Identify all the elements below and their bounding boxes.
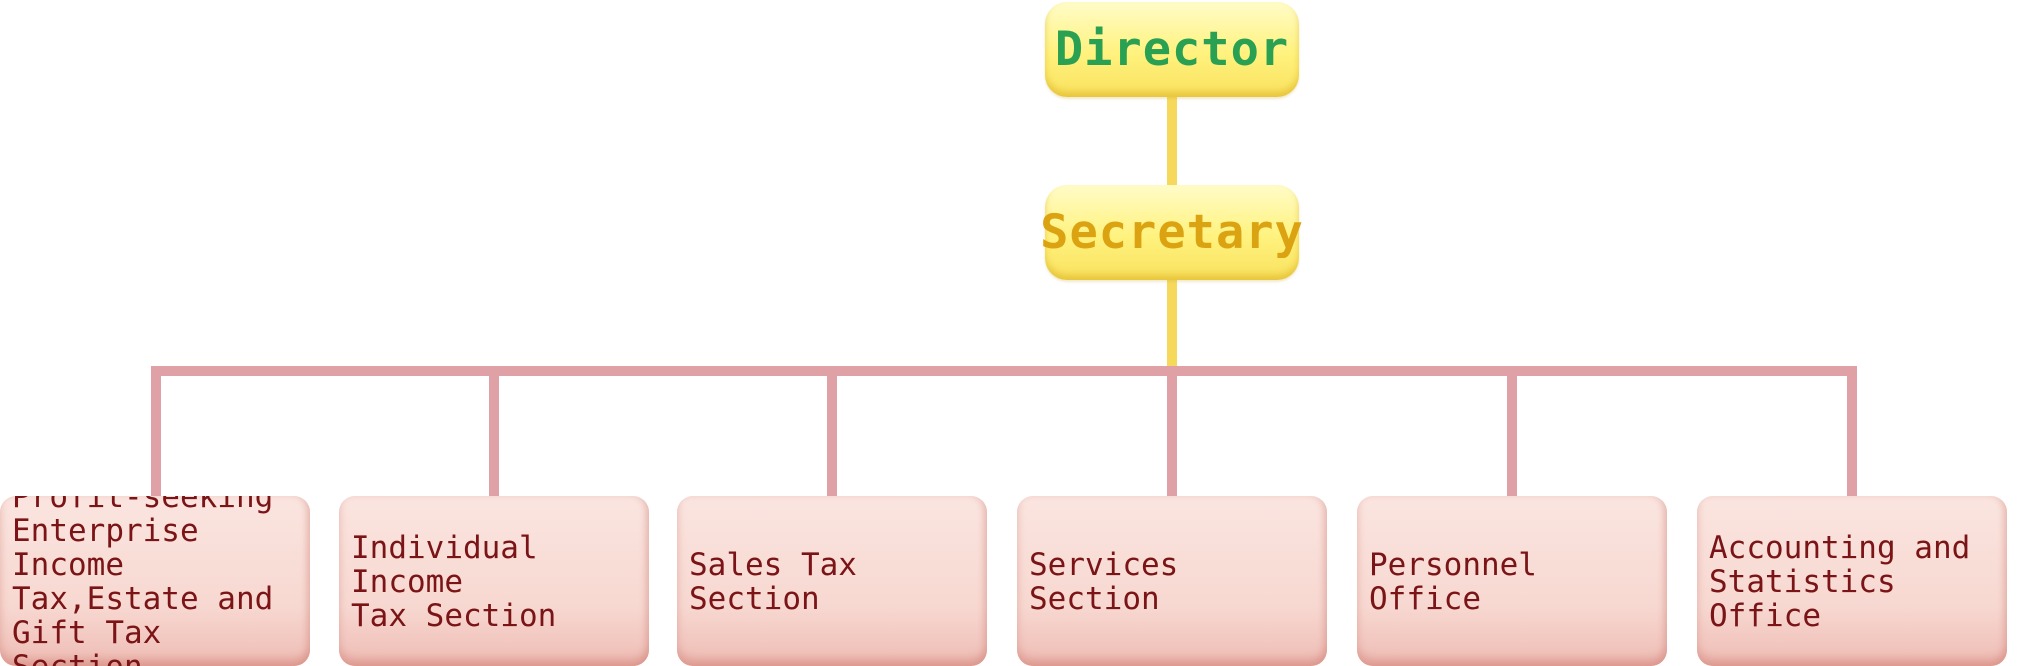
section-label: Profit-seeking Enterprise Income Tax,Est… — [12, 496, 274, 666]
secretary-label: Secretary — [1040, 205, 1304, 260]
section-label: Sales Tax Section — [689, 547, 857, 617]
section-label: Individual Income Tax Section — [351, 530, 557, 634]
director-label: Director — [1054, 22, 1290, 77]
section-box-individual-income-tax: Individual Income Tax Section — [339, 496, 649, 666]
secretary-box: Secretary — [1040, 185, 1303, 280]
section-label: Accounting and Statistics Office — [1709, 530, 1971, 634]
section-box-sales-tax: Sales Tax Section — [677, 496, 987, 666]
section-box-accounting-statistics-office: Accounting and Statistics Office — [1697, 496, 2007, 666]
section-box-personnel-office: Personnel Office — [1357, 496, 1667, 666]
section-label: Personnel Office — [1369, 547, 1537, 617]
section-label: Services Section — [1029, 547, 1179, 617]
section-box-services: Services Section — [1017, 496, 1327, 666]
section-box-profit-seeking-enterprise-income-tax: Profit-seeking Enterprise Income Tax,Est… — [0, 496, 310, 666]
director-box: Director — [1045, 2, 1299, 97]
